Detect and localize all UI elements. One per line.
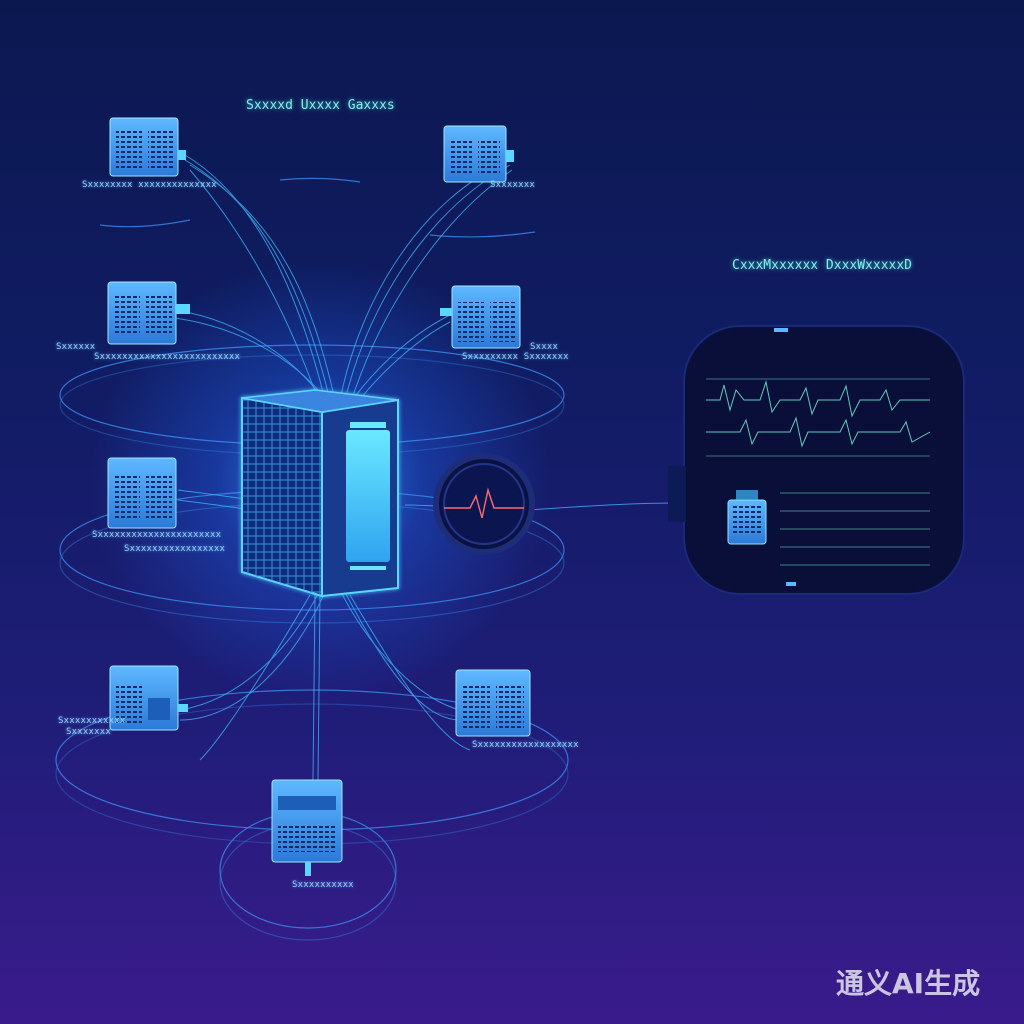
node-label-top-left: Sxxxxxxxx xxxxxxxxxxxxxx (82, 180, 217, 190)
monitor-title: CxxxMxxxxxx DxxxWxxxxxD (732, 258, 913, 273)
node-label-mid-left: Sxxxxxx (56, 342, 96, 352)
node-box-center-left (107, 457, 177, 529)
node-label-center-left: Sxxxxxxxxxxxxxxxxxxxxxx (92, 530, 222, 540)
node-label-top-right: Sxxxxxxx (490, 180, 535, 190)
node-label-low-left-2: Sxxxxxxx (66, 727, 111, 737)
node-label-mid-right: Sxxxx (530, 342, 559, 352)
node-label-low-left: Sxxxxxxxxxxx (58, 716, 126, 726)
node-label-center-left-2: Sxxxxxxxxxxxxxxxxx (124, 544, 226, 554)
node-label-bottom: Sxxxxxxxxxx (292, 880, 354, 890)
node-label-mid-right-2: Sxxxxxxxxx Sxxxxxxx (462, 352, 569, 362)
monitoring-dashboard (668, 325, 965, 595)
central-server (241, 389, 399, 598)
node-label-low-right: Sxxxxxxxxxxxxxxxxxx (472, 740, 579, 750)
node-box-low-left (109, 665, 188, 731)
node-box-mid-right (440, 285, 521, 349)
connection-cables (174, 154, 681, 781)
node-box-top-left (109, 117, 186, 177)
monitor-server-icon (727, 490, 767, 545)
node-box-mid-left (107, 281, 190, 345)
pulse-ring (433, 453, 535, 555)
node-box-low-right (455, 669, 531, 737)
node-box-bottom (271, 779, 343, 876)
data-dot-matrix (706, 378, 930, 566)
node-boxes (107, 117, 531, 876)
ai-generated-watermark: 通义AI生成 (836, 967, 981, 1000)
node-label-mid-left-2: Sxxxxxxxxxxxxxxxxxxxxxxxxx (94, 352, 241, 362)
diagram-title: Sxxxxd Uxxxx Gaxxxs (246, 98, 395, 113)
node-box-top-right (443, 125, 514, 183)
